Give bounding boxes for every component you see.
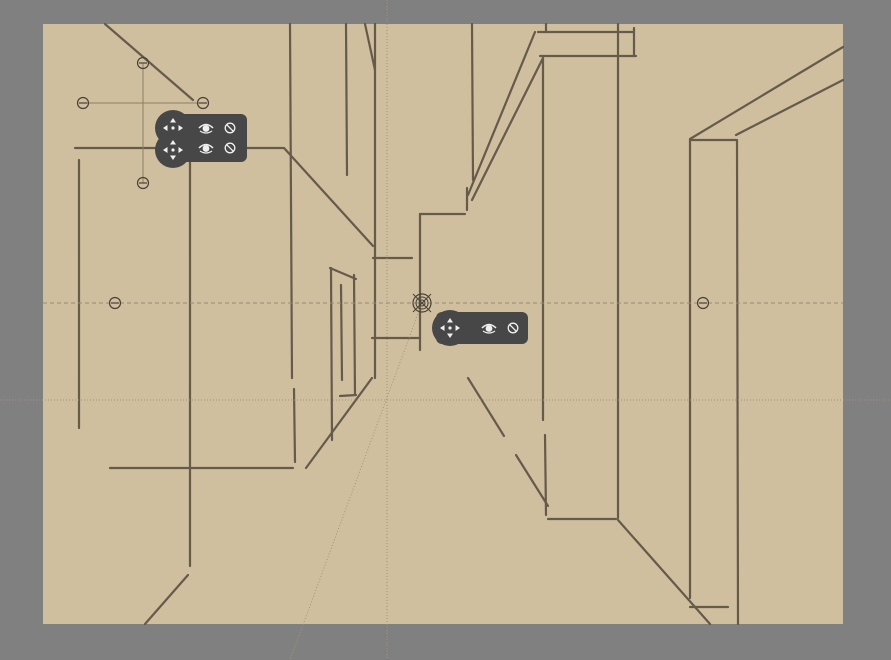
three-point-bottom-handle[interactable]	[136, 176, 150, 190]
two-point-visibility-button[interactable]	[195, 137, 217, 159]
visibility-icon	[198, 143, 214, 154]
one-point-disable-button[interactable]	[502, 317, 524, 339]
disable-icon	[224, 122, 236, 134]
disable-icon	[507, 322, 519, 334]
one-point-guide-toolbar	[432, 310, 528, 346]
disable-icon	[224, 142, 236, 154]
stacked-guide-toolbars	[155, 110, 247, 168]
one-point-visibility-button[interactable]	[478, 317, 500, 339]
three-point-left-handle[interactable]	[76, 96, 90, 110]
move-icon	[163, 140, 183, 160]
move-icon	[440, 318, 460, 338]
horizon-right-handle[interactable]	[696, 296, 710, 310]
three-point-right-handle[interactable]	[196, 96, 210, 110]
two-point-guide-move-handle[interactable]	[155, 132, 191, 168]
three-point-top-handle[interactable]	[136, 56, 150, 70]
one-point-guide-move-handle[interactable]	[432, 310, 468, 346]
three-point-disable-button[interactable]	[219, 117, 241, 139]
horizon-left-handle[interactable]	[108, 296, 122, 310]
two-point-disable-button[interactable]	[219, 137, 241, 159]
three-point-visibility-button[interactable]	[195, 117, 217, 139]
vanishing-point-handle[interactable]	[412, 293, 432, 313]
visibility-icon	[481, 323, 497, 334]
visibility-icon	[198, 123, 214, 134]
